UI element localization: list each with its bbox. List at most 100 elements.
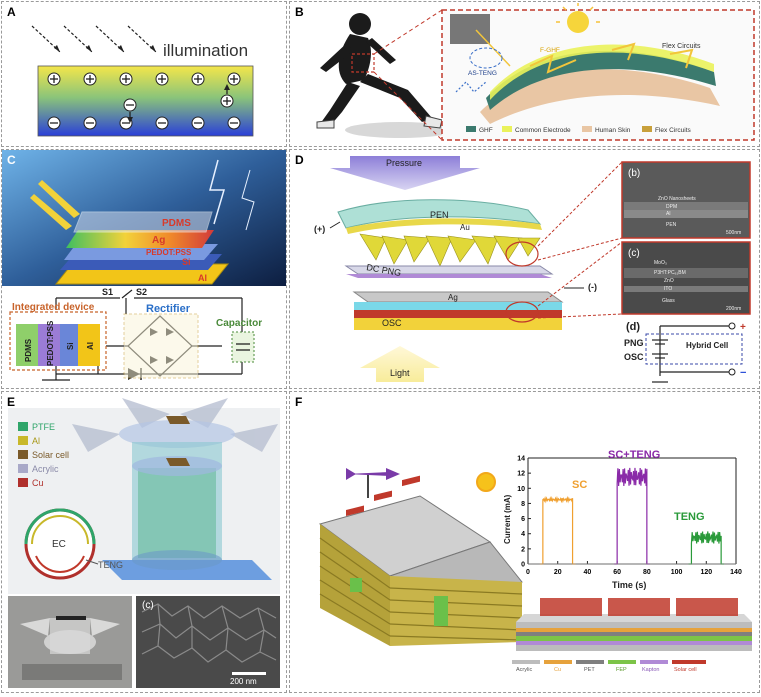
rectifier-label: Rectifier bbox=[146, 303, 191, 315]
panel-f: F bbox=[289, 391, 760, 693]
solar-cell-bottom bbox=[166, 458, 190, 466]
osc-label: OSC bbox=[382, 318, 402, 328]
ec-label: EC bbox=[52, 539, 66, 550]
legend-ghf: GHF bbox=[479, 127, 493, 134]
legend-pet: PET bbox=[584, 667, 595, 673]
capacitor-box bbox=[232, 332, 254, 362]
stack-al: Al bbox=[86, 342, 95, 350]
illumination-label: illumination bbox=[163, 41, 248, 60]
panel-c-label: C bbox=[7, 153, 16, 167]
legend-cu-f: Cu bbox=[554, 667, 561, 673]
sem-b-pen: PEN bbox=[666, 222, 677, 228]
panel-e: E PTFE Al Solar cell Acrylic Cu bbox=[1, 391, 287, 693]
x-tick-label: 40 bbox=[584, 569, 592, 576]
sc-series-label: SC bbox=[572, 479, 587, 491]
ag-layer-label: Ag bbox=[152, 235, 165, 246]
sem-c-p3ht: P3HT:PC₆₁BM bbox=[654, 270, 686, 276]
panel-b-figure: AS-TENG F-GHF Flex Circuits GHF Common E… bbox=[290, 2, 759, 146]
legend-solar-cell: Solar cell bbox=[32, 450, 69, 460]
minus-sign: − bbox=[740, 367, 746, 379]
panel-c: C PDMS bbox=[1, 149, 287, 389]
as-teng-label: AS-TENG bbox=[468, 70, 497, 77]
sem-c-glass: Glass bbox=[662, 298, 675, 304]
y-tick-label: 8 bbox=[521, 501, 525, 508]
sem-b-tag: (b) bbox=[628, 168, 640, 179]
hybrid-cell-label: Hybrid Cell bbox=[686, 341, 728, 350]
panel-d-figure: Pressure PEN Au DC PNG (+) (-) Ag OSC Li… bbox=[290, 150, 759, 388]
teng-e-label: TENG bbox=[98, 560, 123, 570]
y-tick-label: 2 bbox=[521, 546, 525, 553]
y-tick-label: 14 bbox=[517, 456, 525, 463]
panel-b-label: B bbox=[295, 5, 304, 19]
x-tick-label: 60 bbox=[613, 569, 621, 576]
chart-ylabel: Current (mA) bbox=[503, 494, 512, 544]
legend-kapton: Kapton bbox=[642, 667, 659, 673]
layer-legend: Acrylic Cu PET FEP Kapton Solar cell bbox=[512, 660, 706, 673]
legend-flex-circuits: Flex Circuits bbox=[655, 127, 692, 134]
sun-icon-f bbox=[477, 473, 495, 491]
x-tick-label: 20 bbox=[554, 569, 562, 576]
panel-d: D Pressure PEN Au DC PNG (+) (-) Ag bbox=[289, 149, 760, 389]
legend-fep: FEP bbox=[616, 667, 627, 673]
sc-teng-series-label: SC+TENG bbox=[608, 449, 660, 461]
legend-al: Al bbox=[32, 436, 40, 446]
sun-icon bbox=[567, 11, 589, 33]
panel-f-figure: 02040608010012014002468101214 Current (m… bbox=[290, 392, 759, 692]
png-label: PNG bbox=[624, 338, 644, 348]
integrated-device-label: Integrated device bbox=[12, 302, 95, 313]
x-tick-label: 80 bbox=[643, 569, 651, 576]
plus-sign: + bbox=[740, 322, 746, 333]
stack-pedot: PEDOT:PSS bbox=[46, 320, 55, 366]
sem-d-tag: (d) bbox=[626, 321, 640, 333]
layer-stack bbox=[516, 598, 752, 651]
legend-acrylic: Acrylic bbox=[32, 464, 59, 474]
pedot-layer-label: PEDOT:PSS bbox=[146, 248, 192, 257]
panel-f-label: F bbox=[295, 395, 302, 409]
scale-bar-label: 200 nm bbox=[230, 677, 257, 686]
s1-label: S1 bbox=[102, 287, 113, 297]
panel-b: B AS-TENG F-GHF Flex Circ bbox=[289, 1, 760, 147]
x-tick-label: 120 bbox=[700, 569, 712, 576]
runner-illustration bbox=[317, 13, 442, 128]
panel-e-figure: PTFE Al Solar cell Acrylic Cu EC TENG bbox=[2, 392, 286, 692]
sem-b-scale: 500nm bbox=[726, 230, 741, 236]
sem-c-ito: ITO bbox=[664, 286, 672, 292]
legend-common-electrode: Common Electrode bbox=[515, 127, 571, 134]
panel-a-label: A bbox=[7, 5, 16, 19]
panel-a: A illumination bbox=[1, 1, 287, 147]
sem-b-zno: ZnO Nanosheets bbox=[658, 196, 696, 202]
rectifier-box bbox=[124, 314, 198, 378]
sem-c-scale: 200nm bbox=[726, 306, 741, 312]
photo-c-label: (c) bbox=[142, 600, 154, 611]
chart-xlabel: Time (s) bbox=[612, 580, 646, 590]
sem-c-tag: (c) bbox=[628, 248, 640, 259]
panel-c-figure: PDMS Ag PEDOT:PSS Si Al bbox=[2, 150, 286, 388]
y-tick-label: 4 bbox=[521, 531, 525, 538]
flex-circuits-label: Flex Circuits bbox=[662, 43, 701, 50]
legend-solar-cell-f: Solar cell bbox=[674, 667, 697, 673]
solar-cell-top bbox=[166, 416, 190, 424]
si-layer-label: Si bbox=[182, 257, 191, 267]
sem-b-al: Al bbox=[666, 211, 670, 217]
legend-acrylic-f: Acrylic bbox=[516, 667, 532, 673]
sem-c-zno: ZnO bbox=[664, 278, 674, 284]
sem-b-dpm: DPM bbox=[666, 204, 677, 210]
sem-c-moo3: MoO₃ bbox=[654, 260, 667, 266]
pressure-label: Pressure bbox=[386, 158, 422, 168]
plus-terminal: (+) bbox=[314, 224, 325, 234]
illumination-arrows bbox=[32, 26, 156, 52]
stack-si: Si bbox=[66, 342, 75, 350]
legend-cu: Cu bbox=[32, 478, 44, 488]
y-tick-label: 0 bbox=[521, 562, 525, 569]
x-tick-label: 100 bbox=[671, 569, 683, 576]
light-label: Light bbox=[390, 368, 410, 378]
y-tick-label: 6 bbox=[521, 516, 525, 523]
panel-a-figure: illumination bbox=[2, 2, 286, 146]
panel-d-label: D bbox=[295, 153, 304, 167]
y-tick-label: 12 bbox=[517, 471, 525, 478]
au-label: Au bbox=[460, 223, 470, 232]
pdms-layer-label: PDMS bbox=[162, 218, 191, 229]
ag-d-label: Ag bbox=[448, 293, 458, 302]
x-tick-label: 140 bbox=[730, 569, 742, 576]
